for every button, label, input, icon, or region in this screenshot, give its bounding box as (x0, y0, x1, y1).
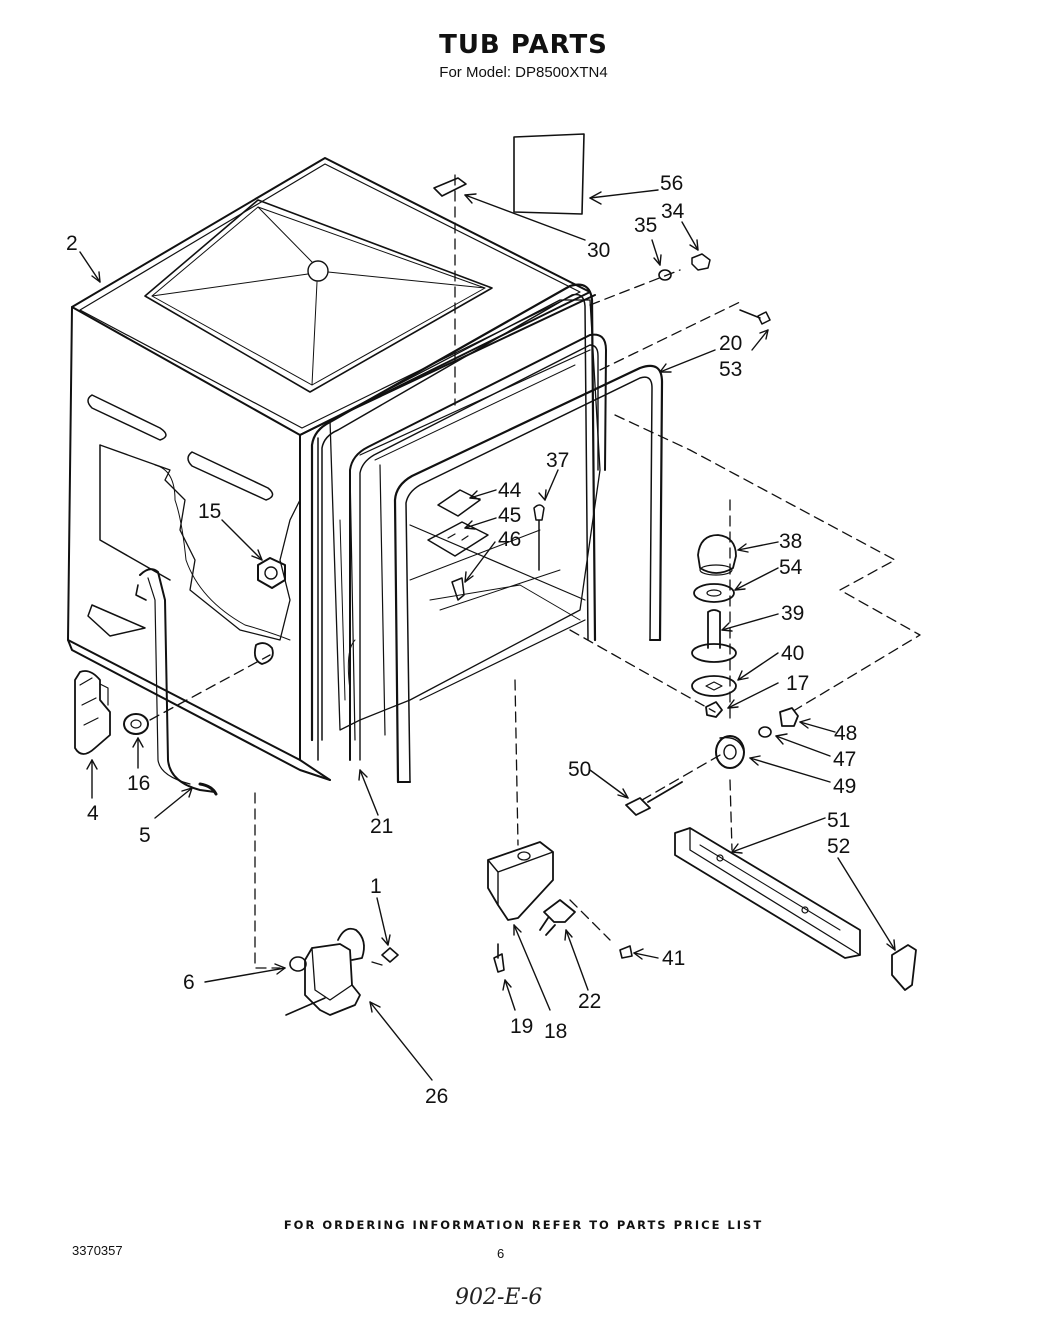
callout-49: 49 (833, 775, 856, 798)
callout-47: 47 (833, 748, 856, 771)
callout-37: 37 (546, 449, 569, 472)
callout-30: 30 (587, 239, 610, 262)
shaft-39 (707, 609, 721, 649)
screw-20 (739, 309, 771, 325)
slide-rail (674, 827, 861, 959)
washer-47 (758, 726, 772, 738)
plate-45 (427, 521, 489, 557)
inlet-fitting (257, 557, 286, 589)
page-title: TUB PARTS (439, 30, 608, 60)
callout-39: 39 (781, 602, 804, 625)
door-gasket (310, 283, 607, 761)
clip-30 (433, 177, 467, 197)
callout-48: 48 (834, 722, 857, 745)
document-number: 3370357 (72, 1243, 123, 1258)
nut-48 (779, 707, 799, 727)
model-subtitle: For Model: DP8500XTN4 (439, 64, 608, 81)
tub-gasket (393, 364, 664, 784)
callout-51: 51 (827, 809, 850, 832)
callout-46: 46 (498, 528, 521, 551)
screw-19 (493, 943, 505, 973)
callout-41: 41 (662, 947, 685, 970)
callout-35: 35 (634, 214, 657, 237)
water-valve (285, 927, 399, 1016)
knob-38 (697, 534, 737, 574)
callout-22: 22 (578, 990, 601, 1013)
callout-numbers: 56 30 34 35 2 20 53 37 44 45 46 15 38 54… (66, 172, 857, 1108)
callout-1: 1 (370, 875, 382, 898)
callout-16: 16 (127, 772, 150, 795)
callout-56: 56 (660, 172, 683, 195)
tub-body (67, 157, 601, 781)
callout-34: 34 (661, 200, 685, 223)
callout-40: 40 (781, 642, 804, 665)
callout-19: 19 (510, 1015, 533, 1038)
callout-21: 21 (370, 815, 393, 838)
washer-16 (123, 713, 149, 735)
vent-bracket (74, 670, 111, 755)
callout-45: 45 (498, 504, 521, 527)
handwritten-note: 902-E-6 (455, 1285, 543, 1310)
screw-46 (451, 577, 465, 601)
screw-41 (619, 945, 633, 959)
callout-6: 6 (183, 971, 195, 994)
callout-54: 54 (779, 556, 803, 579)
roller-49 (715, 735, 745, 769)
fill-hose (135, 568, 218, 796)
washer-35 (658, 269, 672, 281)
callout-5: 5 (139, 824, 151, 847)
label-plate (513, 133, 585, 215)
plate-44 (437, 489, 481, 517)
nut-17 (705, 701, 723, 718)
washer-54 (693, 583, 735, 603)
switch-22 (539, 899, 576, 936)
nut-34 (691, 253, 711, 271)
callout-53: 53 (719, 358, 742, 381)
end-cap-52 (891, 944, 917, 991)
callout-38: 38 (779, 530, 802, 553)
callout-17: 17 (786, 672, 809, 695)
page-number: 6 (497, 1246, 505, 1261)
screw-37 (533, 504, 545, 571)
callout-2: 2 (66, 232, 78, 255)
callout-leaders (79, 189, 896, 1081)
callout-15: 15 (198, 500, 221, 523)
dashed-leaders (149, 174, 921, 969)
callout-50: 50 (568, 758, 591, 781)
door-switch-bracket (487, 841, 554, 921)
ordering-note: FOR ORDERING INFORMATION REFER TO PARTS … (283, 1218, 764, 1232)
bolt-50 (625, 781, 683, 816)
callout-52: 52 (827, 835, 850, 858)
callout-18: 18 (544, 1020, 567, 1043)
callout-44: 44 (498, 479, 522, 502)
disc-40 (691, 675, 737, 697)
callout-20: 20 (719, 332, 742, 355)
callout-4: 4 (87, 802, 99, 825)
screw-1 (381, 947, 399, 963)
callout-26: 26 (425, 1085, 448, 1108)
